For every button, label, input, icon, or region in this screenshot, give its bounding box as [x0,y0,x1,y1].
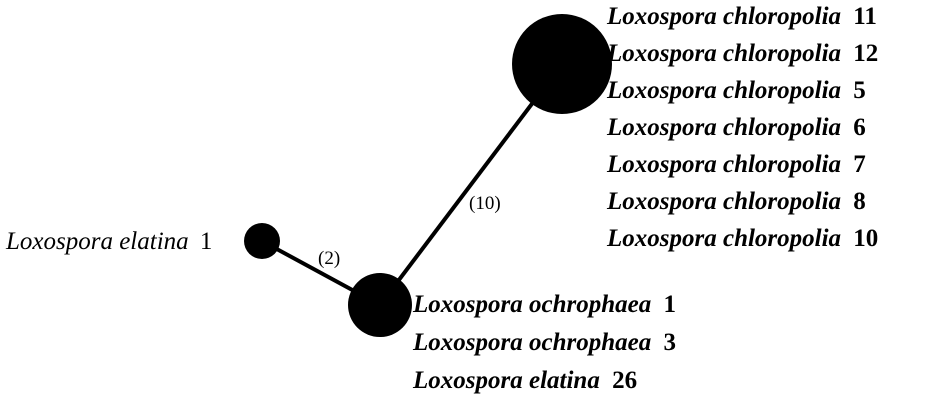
label-species: Loxospora chloropolia [606,40,841,67]
label-chloropolia-10: Loxospora chloropolia 10 [606,225,878,252]
label-number: 10 [853,225,878,252]
node-elatina-single [244,223,280,259]
label-number: 8 [853,188,866,215]
label-chloropolia-12: Loxospora chloropolia 12 [606,40,878,67]
label-chloropolia-11: Loxospora chloropolia 11 [606,3,877,30]
label-elatina-26: Loxospora elatina 26 [412,367,637,394]
edge-label-10: (10) [469,193,501,214]
label-group-chloropolia: Loxospora chloropolia 11 Loxospora chlor… [606,3,878,252]
label-group-ochrophaea: Loxospora ochrophaea 1 Loxospora ochroph… [412,291,676,394]
edge-ochrophaea-chloropolia [378,62,564,307]
label-chloropolia-5: Loxospora chloropolia 5 [606,77,866,104]
label-number: 3 [663,329,676,356]
label-chloropolia-7: Loxospora chloropolia 7 [606,151,866,178]
label-number: 6 [853,114,866,141]
label-species: Loxospora chloropolia [606,3,841,30]
label-number: 5 [853,77,866,104]
label-ochrophaea-3: Loxospora ochrophaea 3 [412,329,676,356]
node-ochrophaea [348,273,412,337]
label-chloropolia-6: Loxospora chloropolia 6 [606,114,866,141]
label-number: 1 [200,228,213,255]
label-ochrophaea-1: Loxospora ochrophaea 1 [412,291,676,318]
label-number: 26 [612,367,637,394]
node-chloropolia [512,14,612,114]
label-species: Loxospora ochrophaea [412,291,651,318]
edge-label-2: (2) [318,248,340,269]
label-elatina-1: Loxospora elatina 1 [5,228,212,255]
label-species: Loxospora chloropolia [606,188,841,215]
label-species: Loxospora chloropolia [606,225,841,252]
label-number: 1 [663,291,676,318]
label-chloropolia-8: Loxospora chloropolia 8 [606,188,866,215]
label-number: 12 [853,40,878,67]
label-number: 11 [853,3,877,30]
label-species: Loxospora ochrophaea [412,329,651,356]
label-species: Loxospora elatina [412,367,600,394]
label-species: Loxospora chloropolia [606,77,841,104]
label-species: Loxospora elatina [5,228,189,255]
label-species: Loxospora chloropolia [606,151,841,178]
label-number: 7 [853,151,866,178]
label-species: Loxospora chloropolia [606,114,841,141]
